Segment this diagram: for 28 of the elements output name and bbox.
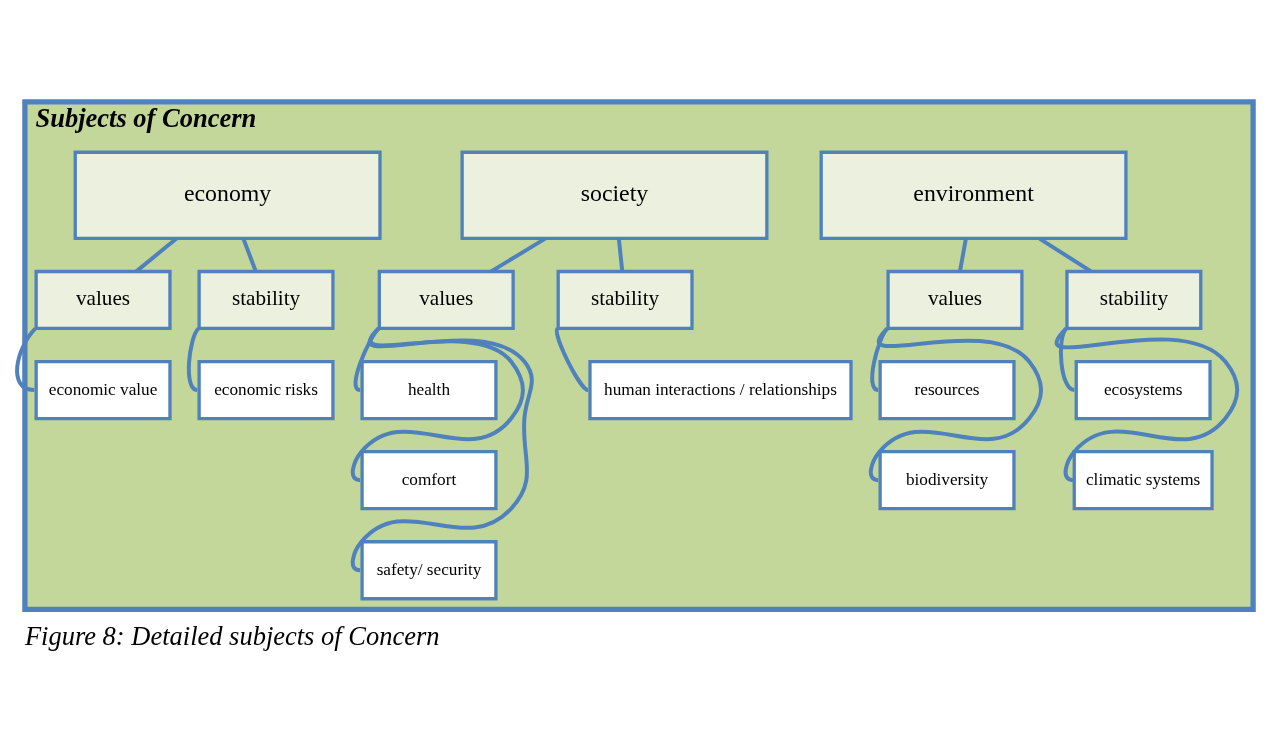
node-box: values [377, 269, 515, 331]
node-box: health [360, 359, 498, 421]
connector [616, 238, 625, 272]
connector [186, 327, 201, 392]
node-box: human interactions / relationships [588, 359, 853, 421]
node-box: economic risks [197, 359, 335, 421]
node-box: stability [1065, 269, 1203, 331]
connector [241, 238, 258, 272]
node-box: economy [73, 150, 382, 241]
node-box: climatic systems [1072, 450, 1214, 511]
connector [554, 328, 589, 392]
connector [1055, 327, 1240, 483]
node-box: values [34, 269, 172, 331]
node-box: environment [819, 150, 1128, 241]
connector [868, 327, 1043, 483]
node-box: stability [556, 269, 694, 331]
node-box: stability [197, 269, 335, 331]
node-box: comfort [360, 450, 498, 511]
connector [958, 238, 968, 272]
node-box: resources [878, 359, 1016, 421]
node-box: biodiversity [878, 450, 1016, 511]
node-box: safety/ security [360, 540, 498, 601]
node-box: society [460, 150, 769, 241]
connector [350, 327, 534, 573]
node-box: ecosystems [1074, 359, 1212, 421]
caption: Figure 8: Detailed subjects of Concern [24, 621, 440, 652]
node-box: values [886, 269, 1024, 331]
node-box: economic value [34, 359, 172, 421]
